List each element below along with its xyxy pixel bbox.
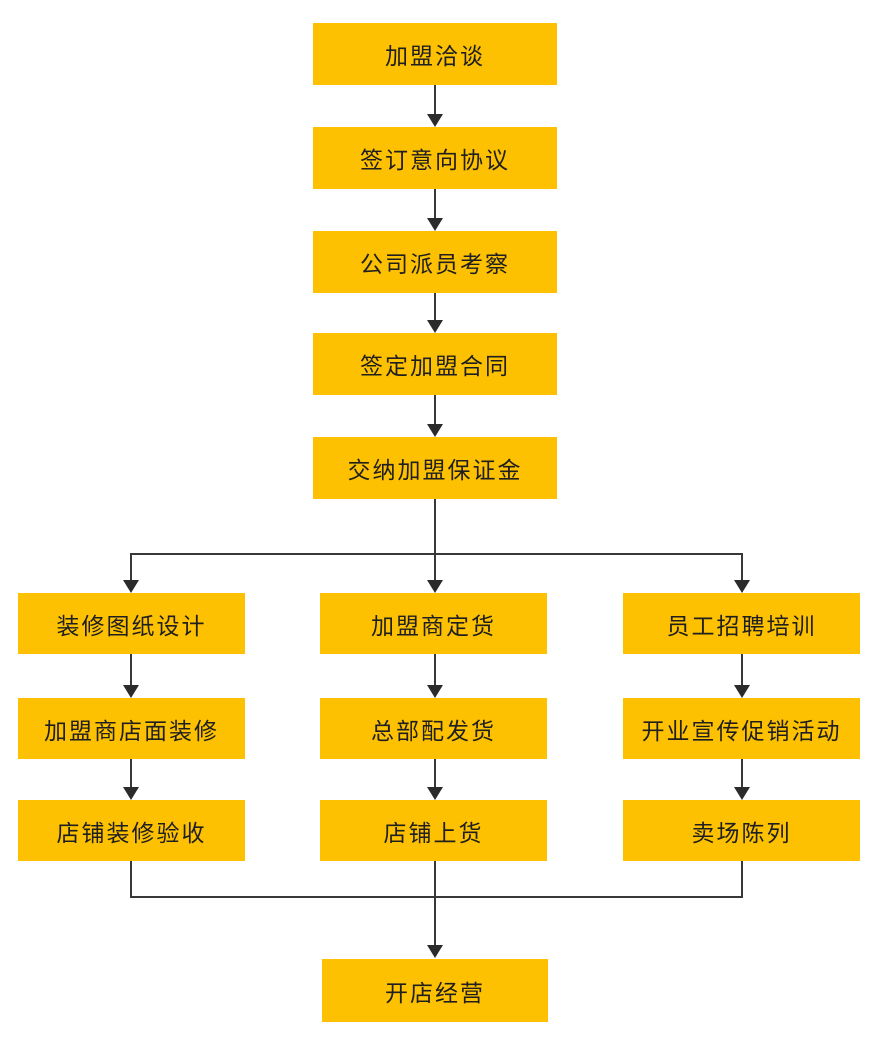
- branch-stub-line: [434, 499, 436, 555]
- step-store-renovation: 加盟商店面装修: [18, 698, 245, 759]
- arrow-down-icon: [734, 654, 750, 698]
- merge-stub-line: [434, 861, 436, 898]
- merge-stub-line: [130, 861, 132, 898]
- arrow-down-icon: [734, 759, 750, 800]
- arrow-down-icon: [427, 553, 443, 593]
- step-franchisee-ordering: 加盟商定货: [320, 593, 547, 654]
- merge-stub-line: [741, 861, 743, 898]
- arrow-down-icon: [427, 654, 443, 698]
- step-open-for-business: 开店经营: [322, 959, 548, 1022]
- step-opening-promotion: 开业宣传促销活动: [623, 698, 860, 759]
- step-staff-recruit-training: 员工招聘培训: [623, 593, 860, 654]
- step-sign-contract: 签定加盟合同: [313, 333, 557, 395]
- arrow-down-icon: [427, 759, 443, 800]
- arrow-down-icon: [427, 395, 443, 437]
- arrow-down-icon: [123, 654, 139, 698]
- arrow-down-icon: [427, 293, 443, 333]
- branch-split-line: [130, 553, 743, 555]
- arrow-down-icon: [734, 553, 750, 593]
- step-design-drawings: 装修图纸设计: [18, 593, 245, 654]
- step-intent-agreement: 签订意向协议: [313, 127, 557, 189]
- arrow-down-icon: [123, 759, 139, 800]
- step-pay-deposit: 交纳加盟保证金: [313, 437, 557, 499]
- step-renovation-acceptance: 店铺装修验收: [18, 800, 245, 861]
- arrow-down-icon: [427, 898, 443, 958]
- arrow-down-icon: [427, 189, 443, 231]
- arrow-down-icon: [123, 553, 139, 593]
- step-store-display: 卖场陈列: [623, 800, 860, 861]
- step-hq-distribution: 总部配发货: [320, 698, 547, 759]
- step-site-inspection: 公司派员考察: [313, 231, 557, 293]
- step-store-stocking: 店铺上货: [320, 800, 547, 861]
- step-negotiation: 加盟洽谈: [313, 23, 557, 85]
- arrow-down-icon: [427, 85, 443, 127]
- merge-line: [130, 896, 743, 898]
